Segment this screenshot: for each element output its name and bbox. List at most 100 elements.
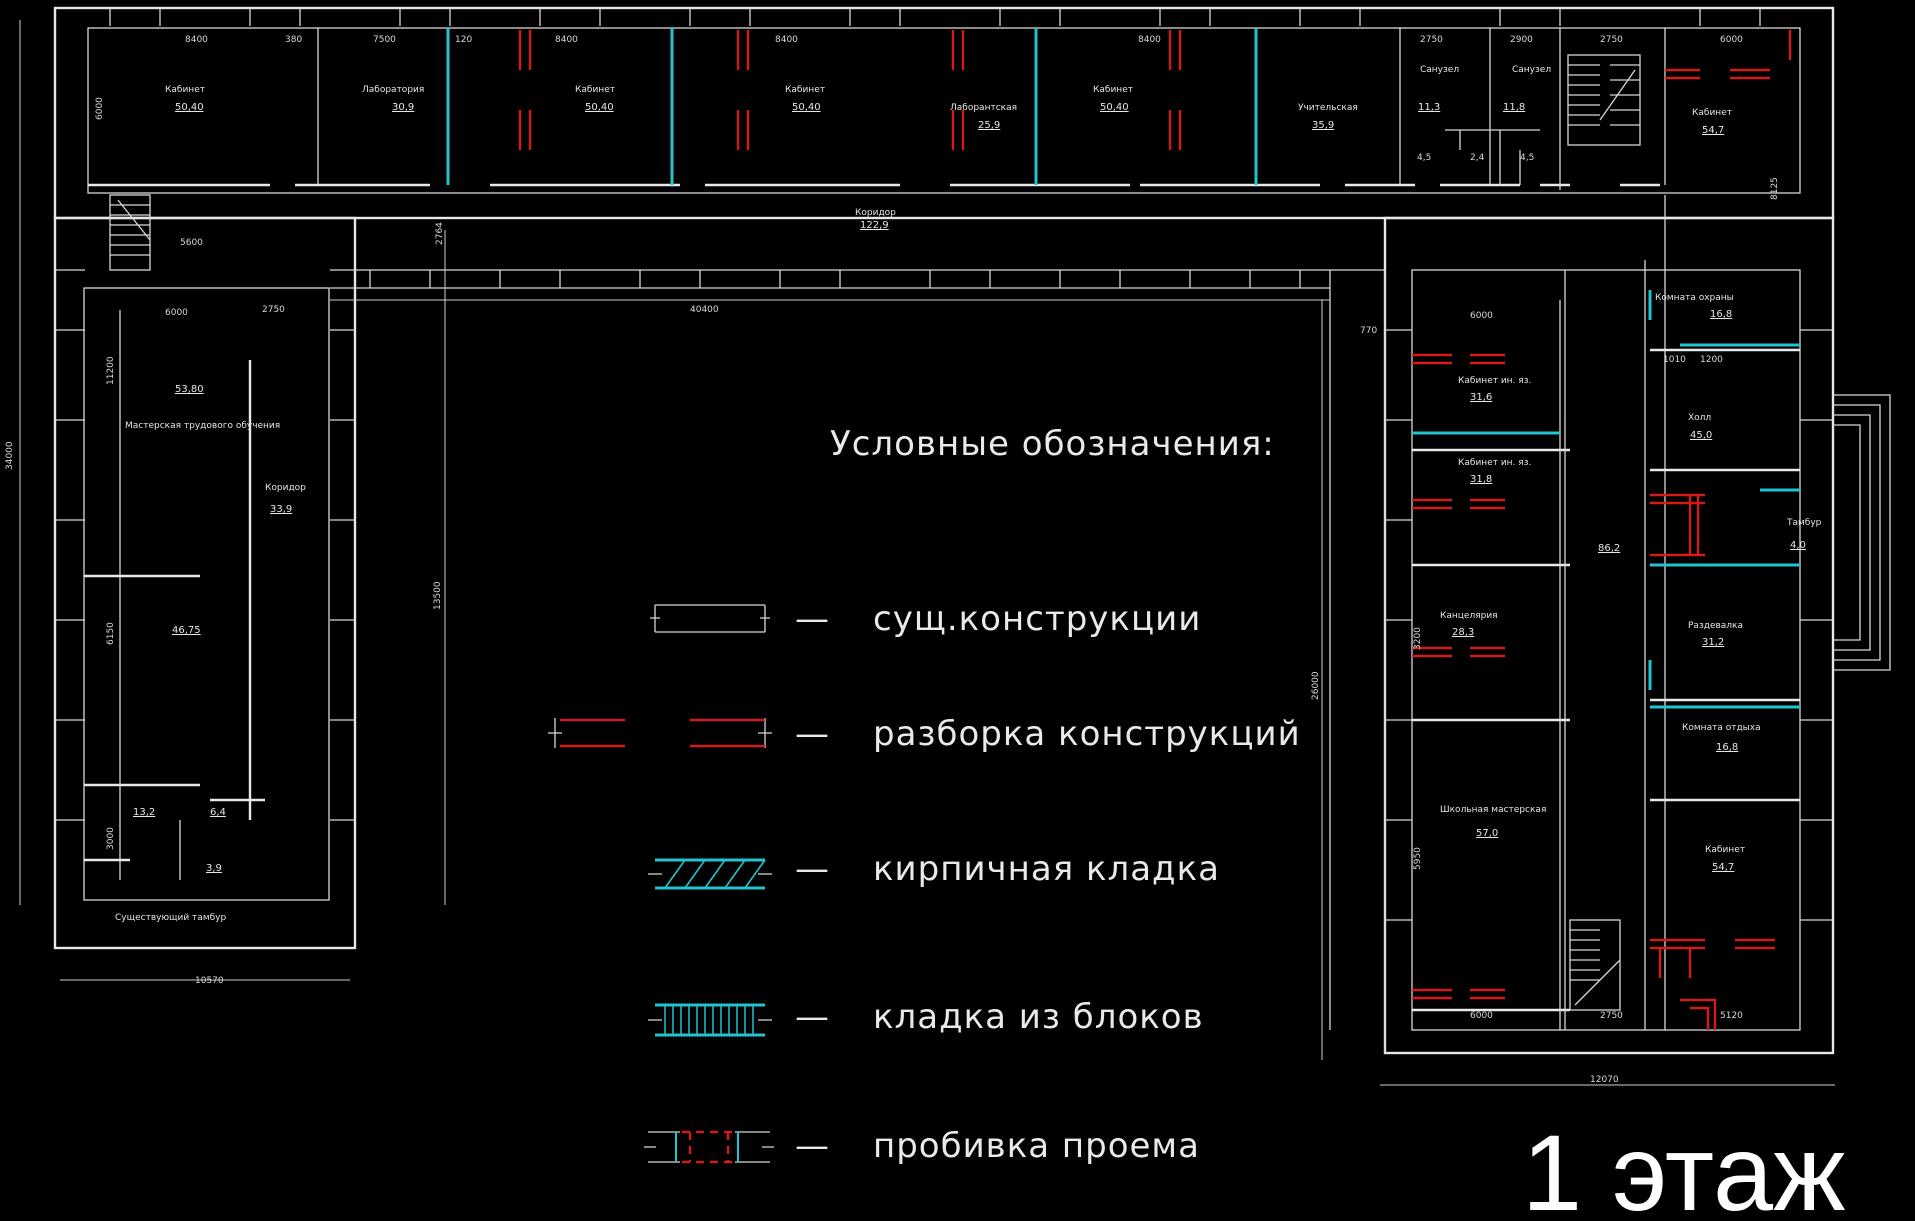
- dim-label: 120: [455, 35, 472, 45]
- legend-symbol-opening: [644, 1130, 774, 1164]
- room-area: 4,0: [1790, 540, 1806, 551]
- room-area: 50,40: [585, 102, 614, 113]
- room-name: Лаборатория: [362, 85, 424, 95]
- room-name: Канцелярия: [1440, 611, 1498, 621]
- room-name: Кабинет ин. яз.: [1458, 458, 1531, 468]
- room-area: 3,9: [206, 863, 222, 874]
- room-name: Комната охраны: [1655, 293, 1734, 303]
- room-name: Раздевалка: [1688, 621, 1743, 631]
- room-area: 50,40: [792, 102, 821, 113]
- dim-label: 6000: [1720, 35, 1743, 45]
- room-name: Коридор: [855, 208, 896, 218]
- room-name: Кабинет: [1692, 108, 1732, 118]
- dim-label: 40400: [690, 305, 719, 315]
- dim-label: 2,4: [1470, 153, 1485, 163]
- legend-symbol-brick: [648, 858, 772, 890]
- new-masonry-lines: [446, 28, 1800, 709]
- legend-title: Условные обозначения:: [830, 424, 1275, 464]
- room-name: Санузел: [1420, 65, 1459, 75]
- room-area: 11,8: [1503, 102, 1525, 113]
- legend-symbol-existing: [650, 604, 770, 633]
- room-name: Кабинет: [1705, 845, 1745, 855]
- room-area: 33,9: [270, 504, 292, 515]
- legend-label-demolition: разборка конструкций: [873, 714, 1301, 754]
- dim-label: 2750: [1600, 35, 1623, 45]
- demolition-lines: [518, 30, 1792, 1030]
- room-area: 13,2: [133, 807, 155, 818]
- room-name: Кабинет ин. яз.: [1458, 376, 1531, 386]
- dim-label: 1200: [1700, 355, 1723, 365]
- room-area: 11,3: [1418, 102, 1440, 113]
- room-area: 45,0: [1690, 430, 1712, 441]
- room-name: Кабинет: [1093, 85, 1133, 95]
- dim-label: 1010: [1663, 355, 1686, 365]
- dim-label: 8400: [555, 35, 578, 45]
- room-area: 50,40: [1100, 102, 1129, 113]
- dim-label: 5950: [1413, 847, 1423, 870]
- dim-label: 6000: [165, 308, 188, 318]
- legend-symbol-blocks: [648, 1003, 772, 1037]
- dim-label: 5600: [180, 238, 203, 248]
- legend-label-existing: сущ.конструкции: [873, 599, 1201, 639]
- room-area: 31,6: [1470, 392, 1492, 403]
- legend-dash: —: [795, 997, 830, 1037]
- room-name: Школьная мастерская: [1440, 805, 1546, 815]
- room-name: Комната отдыха: [1682, 723, 1761, 733]
- room-area: 54,7: [1702, 125, 1724, 136]
- dimension-lines: [19, 20, 1835, 1086]
- room-labels: Кабинет 50,40 Лаборатория 30,9 Кабинет 5…: [115, 65, 1822, 923]
- room-name: Кабинет: [165, 85, 205, 95]
- legend-dash: —: [795, 714, 830, 754]
- room-area: 16,8: [1716, 742, 1738, 753]
- room-name: Учительская: [1298, 103, 1358, 113]
- dim-label: 380: [285, 35, 302, 45]
- legend-label-opening: пробивка проема: [873, 1126, 1200, 1166]
- room-area: 57,0: [1476, 828, 1498, 839]
- room-name: Санузел: [1512, 65, 1551, 75]
- legend-label-brick: кирпичная кладка: [873, 849, 1220, 889]
- dim-label: 2750: [1420, 35, 1443, 45]
- dim-label: 2750: [262, 305, 285, 315]
- room-area: 25,9: [978, 120, 1000, 131]
- dim-label: 4,5: [1520, 153, 1534, 163]
- room-area: 122,9: [860, 220, 889, 231]
- dim-label: 2764: [435, 222, 445, 245]
- room-area: 16,8: [1710, 309, 1732, 320]
- dim-label: 5120: [1720, 1011, 1743, 1021]
- dim-label: 12070: [1590, 1075, 1619, 1085]
- room-area: 31,2: [1702, 637, 1724, 648]
- room-name: Тамбур: [1786, 518, 1822, 528]
- dim-label: 13500: [433, 581, 443, 610]
- dimension-labels: 8400 380 7500 120 8400 8400 8400 2750 29…: [5, 35, 1780, 1085]
- floor-label: 1 этаж: [1522, 1112, 1845, 1221]
- room-area: 50,40: [175, 102, 204, 113]
- dim-label: 2750: [1600, 1011, 1623, 1021]
- dim-label: 34000: [5, 441, 15, 470]
- dim-label: 6000: [1470, 311, 1493, 321]
- dim-label: 6150: [106, 622, 116, 645]
- dim-label: 6000: [95, 97, 105, 120]
- room-area: 28,3: [1452, 627, 1474, 638]
- room-name: Холл: [1688, 413, 1711, 423]
- room-area: 6,4: [210, 807, 226, 818]
- dim-label: 8400: [185, 35, 208, 45]
- legend-label-blocks: кладка из блоков: [873, 997, 1204, 1037]
- dim-label: 26000: [1311, 671, 1321, 700]
- room-area: 35,9: [1312, 120, 1334, 131]
- room-area: 31,8: [1470, 474, 1492, 485]
- room-name: Лаборантская: [950, 103, 1017, 113]
- room-area: 53,80: [175, 384, 204, 395]
- dim-label: 770: [1360, 326, 1377, 336]
- dim-label: 3200: [1413, 627, 1423, 650]
- dim-label: 8125: [1770, 177, 1780, 200]
- dim-label: 11200: [106, 356, 116, 385]
- dim-label: 2900: [1510, 35, 1533, 45]
- room-area: 46,75: [172, 625, 201, 636]
- room-name: Мастерская трудового обучения: [125, 421, 280, 431]
- room-name: Существующий тамбур: [115, 913, 226, 923]
- room-name: Кабинет: [785, 85, 825, 95]
- dim-label: 7500: [373, 35, 396, 45]
- dim-label: 4,5: [1417, 153, 1431, 163]
- legend-dash: —: [795, 599, 830, 639]
